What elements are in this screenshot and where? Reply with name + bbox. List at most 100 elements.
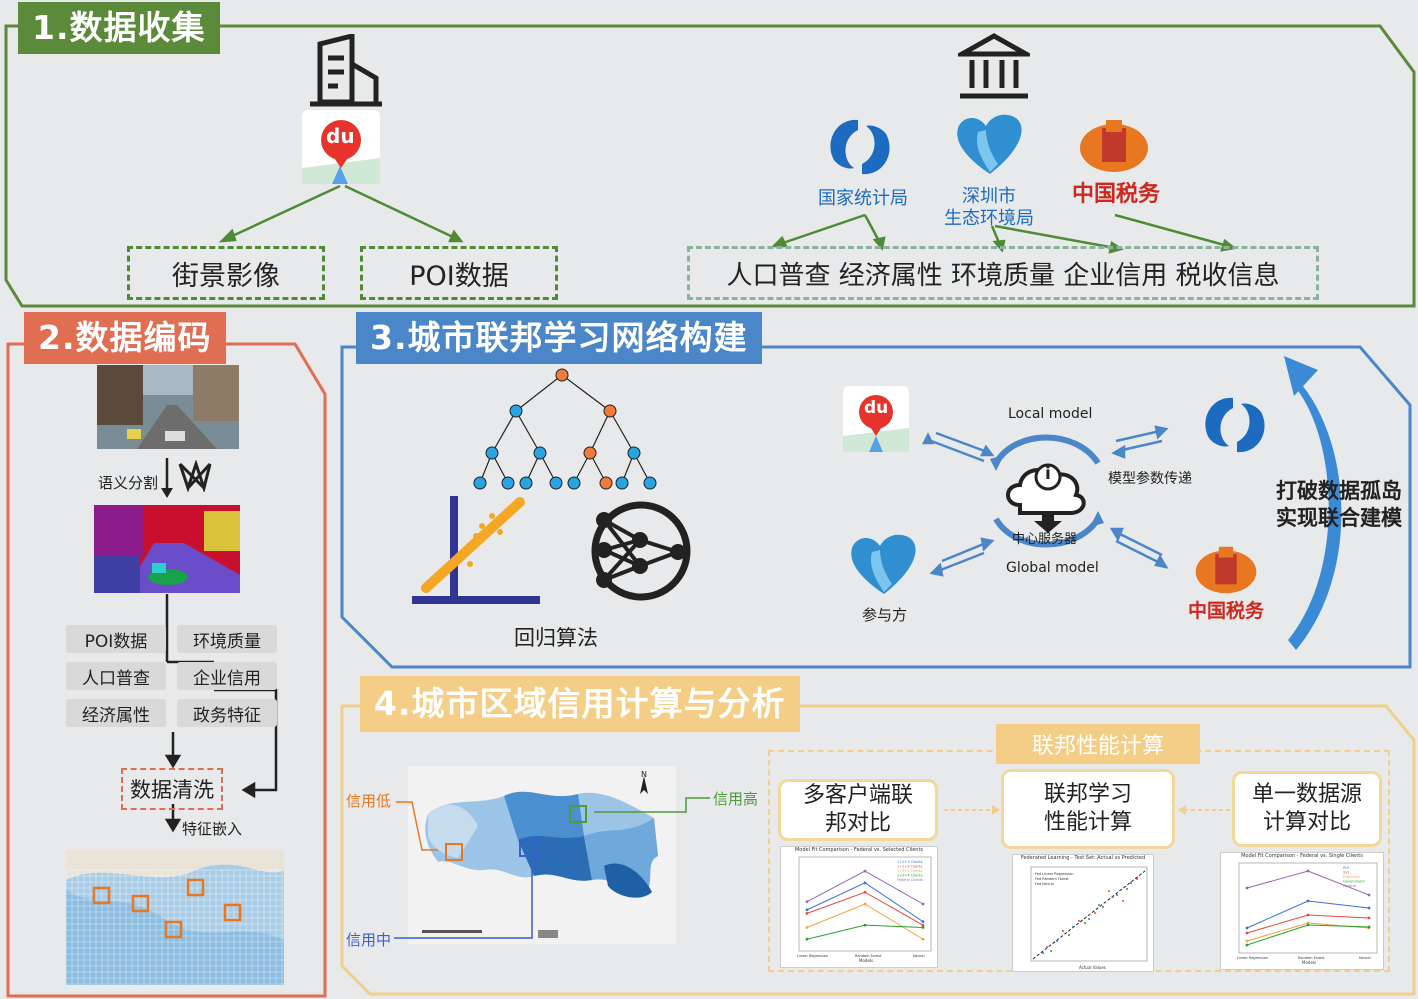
chart2-legend-1: Fed Random Forest bbox=[1035, 877, 1069, 881]
curved-arrow-icon bbox=[1284, 356, 1342, 650]
eco-bureau-label: 生态环境局 bbox=[944, 208, 1034, 229]
chart2-plot: Fed Linear Regression Fed Random Forest … bbox=[1030, 866, 1148, 970]
section3-title: 3.城市联邦学习网络构建 bbox=[356, 312, 762, 364]
info-icon: i bbox=[1045, 464, 1051, 484]
regression-label: 回归算法 bbox=[514, 626, 598, 650]
chart2-xlabel: Actual Values bbox=[1079, 965, 1106, 970]
shenzhen-eco-logo-small bbox=[851, 534, 916, 594]
data-point bbox=[1245, 886, 1249, 890]
section2-title: 2.数据编码 bbox=[24, 312, 226, 364]
section1-title: 1.数据收集 bbox=[18, 2, 220, 54]
map-callouts bbox=[394, 797, 710, 939]
encoding-connector bbox=[164, 594, 278, 833]
x-tick-label: Linear Regression bbox=[1237, 956, 1268, 960]
neural-net-icon bbox=[178, 460, 212, 492]
du-glyph-small: du bbox=[864, 398, 889, 418]
legend-entry: SVI bbox=[1343, 871, 1349, 875]
tax-label: 中国税务 bbox=[1072, 181, 1161, 207]
data-point bbox=[805, 900, 809, 904]
x-tick-label: Neural bbox=[1359, 956, 1371, 960]
data-point bbox=[1245, 939, 1249, 943]
chart2-legend-2: Fed Neural bbox=[1035, 882, 1054, 886]
legend-entry: 1+2+4 Clients bbox=[897, 865, 923, 869]
data-point bbox=[863, 890, 867, 894]
data-point bbox=[1245, 931, 1249, 935]
card-arrows bbox=[944, 805, 1232, 815]
data-point bbox=[863, 923, 867, 927]
data-point bbox=[1367, 906, 1371, 910]
stats-bureau-logo bbox=[830, 119, 890, 175]
legend-entry: 1+2+3 Clients bbox=[897, 860, 923, 864]
street-view-photo bbox=[97, 365, 239, 449]
x-tick-label: Neural bbox=[913, 954, 925, 958]
data-point bbox=[863, 869, 867, 873]
segmented-image bbox=[94, 505, 240, 593]
data-point bbox=[805, 908, 809, 912]
semantic-segmentation-label: 语义分割 bbox=[98, 474, 159, 492]
legend-entry: Federal Clients bbox=[897, 878, 923, 882]
data-point bbox=[805, 937, 809, 941]
tax-label-small: 中国税务 bbox=[1188, 600, 1265, 622]
chart-frame bbox=[798, 856, 932, 952]
data-point bbox=[805, 912, 809, 915]
multi-client-compare-card: 多客户端联邦对比 bbox=[778, 779, 938, 841]
legend-entry: POI bbox=[1343, 866, 1349, 870]
chart-multi-client: Model Fit Comparison - Federal vs. Selec… bbox=[780, 846, 938, 968]
credit-high-label: 信用高 bbox=[713, 790, 759, 808]
data-point bbox=[863, 902, 867, 906]
data-point bbox=[863, 881, 867, 885]
data-point bbox=[1245, 926, 1249, 930]
credit-mid-label: 信用中 bbox=[346, 931, 392, 949]
pill-poi-data: POI数据 bbox=[66, 625, 166, 653]
shenzhen-eco-logo bbox=[957, 114, 1022, 174]
neural-network-icon bbox=[591, 501, 691, 601]
data-point bbox=[1306, 869, 1310, 873]
chart-single-client: Model Fit Comparison - Federal vs. Singl… bbox=[1220, 852, 1384, 970]
fed-learning-perf-card: 联邦学习性能计算 bbox=[1001, 769, 1175, 849]
global-model-label: Global model bbox=[1006, 560, 1099, 576]
legend-entry: 1+3+4 Clients bbox=[897, 869, 923, 873]
chart1-title: Model Fit Comparison - Federal vs. Selec… bbox=[794, 847, 924, 853]
series-line-3 bbox=[806, 924, 924, 940]
section4-title: 4.城市区域信用计算与分析 bbox=[360, 676, 800, 732]
x-axis-label: Models bbox=[1302, 960, 1316, 965]
data-point bbox=[1245, 943, 1249, 947]
north-arrow-label: N bbox=[641, 770, 647, 779]
x-tick-label: Random Forest bbox=[855, 954, 882, 958]
stats-bureau-logo-small bbox=[1205, 397, 1265, 453]
du-glyph: du bbox=[326, 124, 355, 148]
baidu-map-logo-small: du bbox=[843, 386, 909, 452]
section2-frame bbox=[6, 342, 327, 998]
data-point bbox=[1306, 899, 1310, 903]
data-point bbox=[1306, 923, 1310, 927]
poi-data-box: POI数据 bbox=[360, 246, 558, 300]
section4-frame bbox=[340, 704, 1416, 996]
credit-choropleth-map bbox=[408, 766, 676, 944]
pill-government-features: 政务特征 bbox=[177, 699, 277, 727]
chart-fed-actual-vs-pred: Federated Learning - Test Set: Actual vs… bbox=[1012, 854, 1154, 972]
arrow-down-icon bbox=[161, 458, 173, 498]
param-transfer-label: 模型参数传递 bbox=[1108, 471, 1192, 487]
government-building-icon bbox=[958, 33, 1030, 99]
data-cleaning-box: 数据清洗 bbox=[121, 768, 223, 810]
legend-entry: Economic bbox=[1343, 875, 1360, 879]
x-tick-label: Random Forest bbox=[1298, 956, 1325, 960]
fed-learning-perf-text: 联邦学习性能计算 bbox=[1043, 782, 1132, 835]
grid-map bbox=[66, 850, 284, 985]
street-view-box: 街景影像 bbox=[127, 246, 325, 300]
data-point bbox=[805, 926, 809, 929]
pill-enterprise-credit: 企业信用 bbox=[177, 662, 277, 690]
tax-emblem-icon bbox=[1080, 120, 1148, 172]
data-point bbox=[1306, 913, 1310, 917]
section3-frame bbox=[340, 345, 1412, 669]
local-model-label: Local model bbox=[1008, 406, 1093, 422]
data-point bbox=[921, 937, 925, 941]
legend-entry: Federal bbox=[1343, 884, 1356, 888]
regression-icon bbox=[412, 496, 540, 604]
chart2-legend-0: Fed Linear Regression bbox=[1035, 872, 1073, 876]
data-point bbox=[921, 926, 925, 929]
central-server-diagram bbox=[921, 425, 1169, 577]
building-icon bbox=[310, 34, 382, 107]
